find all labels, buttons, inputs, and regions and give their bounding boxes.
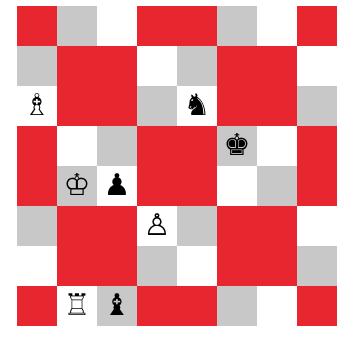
square-b3[interactable] xyxy=(57,206,97,246)
square-g8[interactable] xyxy=(257,6,297,46)
black-bishop-icon[interactable]: ♝ xyxy=(97,286,137,326)
square-f6[interactable] xyxy=(217,86,257,126)
square-a4[interactable] xyxy=(17,166,57,206)
black-king-icon[interactable]: ♚ xyxy=(217,126,257,166)
square-e3[interactable] xyxy=(177,206,217,246)
square-d1[interactable] xyxy=(137,286,177,326)
square-f2[interactable] xyxy=(217,246,257,286)
square-g7[interactable] xyxy=(257,46,297,86)
square-d2[interactable] xyxy=(137,246,177,286)
square-c6[interactable] xyxy=(97,86,137,126)
square-a8[interactable] xyxy=(17,6,57,46)
square-a2[interactable] xyxy=(17,246,57,286)
square-e8[interactable] xyxy=(177,6,217,46)
square-g4[interactable] xyxy=(257,166,297,206)
black-knight-icon[interactable]: ♞ xyxy=(177,86,217,126)
chess-board: ♗ ♞♚ ♔♟♙ ♖♝ xyxy=(17,6,337,326)
square-h7[interactable] xyxy=(297,46,337,86)
square-e1[interactable] xyxy=(177,286,217,326)
square-b6[interactable] xyxy=(57,86,97,126)
square-e2[interactable] xyxy=(177,246,217,286)
square-a7[interactable] xyxy=(17,46,57,86)
square-b8[interactable] xyxy=(57,6,97,46)
square-f1[interactable] xyxy=(217,286,257,326)
square-b2[interactable] xyxy=(57,246,97,286)
square-f4[interactable] xyxy=(217,166,257,206)
square-h3[interactable] xyxy=(297,206,337,246)
white-bishop-icon[interactable]: ♗ xyxy=(17,86,57,126)
square-f3[interactable] xyxy=(217,206,257,246)
square-h2[interactable] xyxy=(297,246,337,286)
square-c7[interactable] xyxy=(97,46,137,86)
square-c8[interactable] xyxy=(97,6,137,46)
square-a5[interactable] xyxy=(17,126,57,166)
square-c5[interactable] xyxy=(97,126,137,166)
square-f7[interactable] xyxy=(217,46,257,86)
square-b7[interactable] xyxy=(57,46,97,86)
square-h4[interactable] xyxy=(297,166,337,206)
square-g2[interactable] xyxy=(257,246,297,286)
square-g1[interactable] xyxy=(257,286,297,326)
square-e4[interactable] xyxy=(177,166,217,206)
square-a1[interactable] xyxy=(17,286,57,326)
square-d8[interactable] xyxy=(137,6,177,46)
black-pawn-icon[interactable]: ♟ xyxy=(97,166,137,206)
square-d6[interactable] xyxy=(137,86,177,126)
white-king-icon[interactable]: ♔ xyxy=(57,166,97,206)
white-pawn-icon[interactable]: ♙ xyxy=(137,206,177,246)
square-d7[interactable] xyxy=(137,46,177,86)
square-g5[interactable] xyxy=(257,126,297,166)
square-h8[interactable] xyxy=(297,6,337,46)
square-h5[interactable] xyxy=(297,126,337,166)
square-g3[interactable] xyxy=(257,206,297,246)
square-d4[interactable] xyxy=(137,166,177,206)
square-h6[interactable] xyxy=(297,86,337,126)
square-e7[interactable] xyxy=(177,46,217,86)
square-a3[interactable] xyxy=(17,206,57,246)
square-c3[interactable] xyxy=(97,206,137,246)
square-e5[interactable] xyxy=(177,126,217,166)
square-d5[interactable] xyxy=(137,126,177,166)
square-h1[interactable] xyxy=(297,286,337,326)
square-g6[interactable] xyxy=(257,86,297,126)
square-c2[interactable] xyxy=(97,246,137,286)
white-rook-icon[interactable]: ♖ xyxy=(57,286,97,326)
square-b5[interactable] xyxy=(57,126,97,166)
square-f8[interactable] xyxy=(217,6,257,46)
